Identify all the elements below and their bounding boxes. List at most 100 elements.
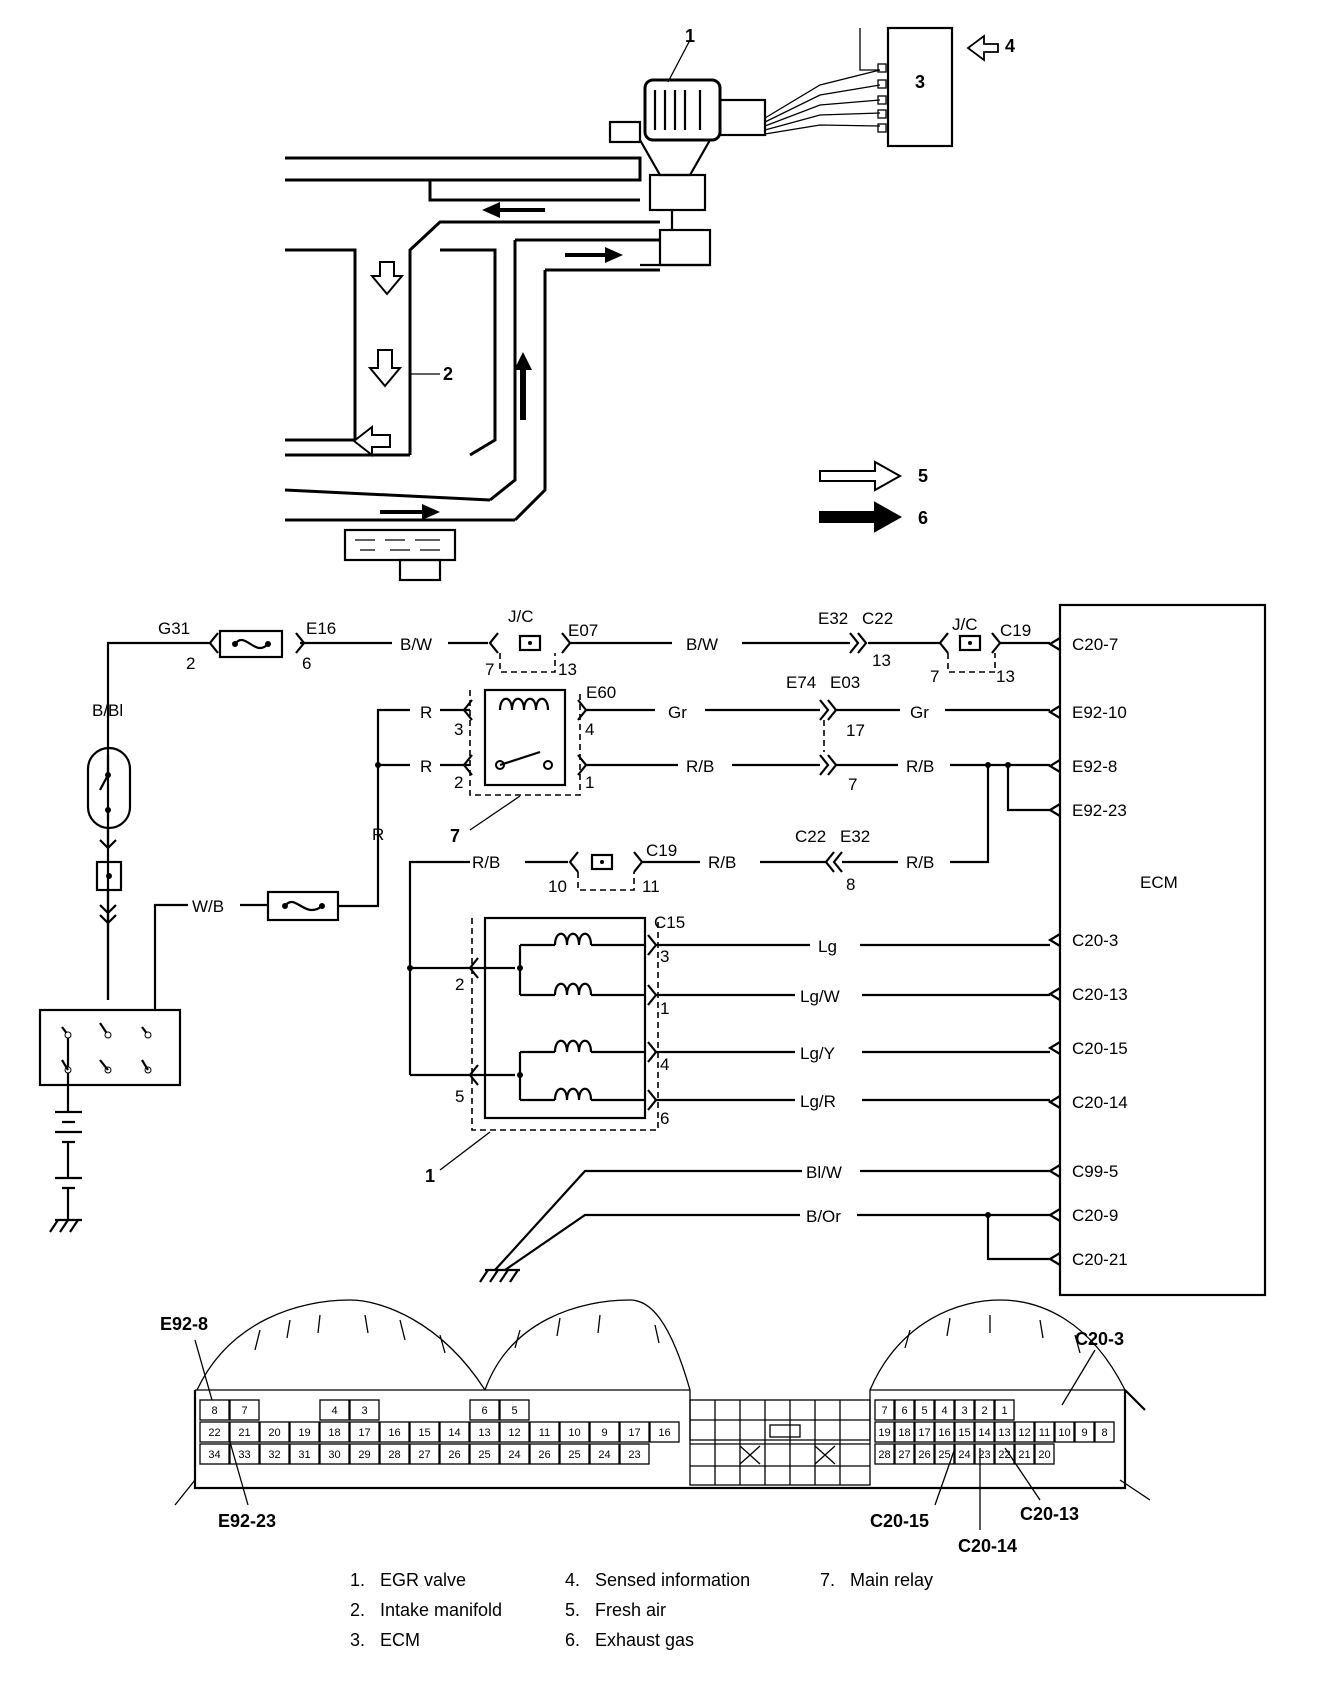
right-pin-cell bbox=[934, 1421, 955, 1443]
left-pin-cell bbox=[469, 1421, 500, 1443]
ecm-box-illustration bbox=[886, 26, 954, 148]
left-pin-cell bbox=[499, 1421, 530, 1443]
left-pin-cell bbox=[199, 1399, 230, 1421]
legend-column-1: 1.EGR valve 2.Intake manifold 3.ECM bbox=[350, 1565, 502, 1655]
right-pin-number: 22 bbox=[998, 1449, 1010, 1461]
terminal-c20-7: C20-7 bbox=[1072, 635, 1118, 654]
left-pin-number: 17 bbox=[358, 1427, 370, 1439]
left-pin-number: 24 bbox=[508, 1449, 520, 1461]
right-pin-number: 4 bbox=[941, 1405, 947, 1417]
pin-relay-4: 4 bbox=[585, 720, 594, 739]
left-pin-number: 20 bbox=[268, 1427, 280, 1439]
right-pin-cell bbox=[894, 1399, 915, 1421]
wire-rb-4: R/B bbox=[708, 853, 736, 872]
conn-e32-a: E32 bbox=[818, 609, 848, 628]
wire-r-2: R bbox=[420, 757, 432, 776]
left-pin-number: 4 bbox=[331, 1405, 337, 1417]
conn-e07: E07 bbox=[568, 621, 598, 640]
right-pin-cell bbox=[1074, 1421, 1095, 1443]
left-pin-number: 3 bbox=[361, 1405, 367, 1417]
left-pin-cell bbox=[529, 1443, 560, 1465]
left-pin-cell bbox=[469, 1399, 500, 1421]
right-pin-cell bbox=[1034, 1421, 1055, 1443]
left-pin-number: 27 bbox=[418, 1449, 430, 1461]
right-pin-number: 14 bbox=[978, 1427, 990, 1439]
pin-jc2-7: 7 bbox=[930, 667, 939, 686]
left-pin-cell bbox=[319, 1421, 350, 1443]
right-pin-number: 5 bbox=[921, 1405, 927, 1417]
conn-c19-a: C19 bbox=[1000, 621, 1031, 640]
left-pin-number: 26 bbox=[448, 1449, 460, 1461]
left-pin-cell bbox=[469, 1443, 500, 1465]
egr-valve-illustration bbox=[608, 28, 881, 267]
pin-egr-5: 5 bbox=[455, 1087, 464, 1106]
right-pin-cell bbox=[914, 1399, 935, 1421]
left-pin-cell bbox=[649, 1421, 680, 1443]
left-pin-number: 22 bbox=[208, 1427, 220, 1439]
legend-column-3: 7.Main relay bbox=[820, 1565, 933, 1595]
left-pin-number: 7 bbox=[241, 1405, 247, 1417]
legend-item: 5.Fresh air bbox=[565, 1600, 667, 1620]
right-pin-number: 15 bbox=[958, 1427, 970, 1439]
terminal-c20-14: C20-14 bbox=[1072, 1093, 1128, 1112]
left-pin-cell bbox=[529, 1421, 560, 1443]
right-pin-cell bbox=[994, 1443, 1015, 1465]
legend-column-2: 4.Sensed information 5.Fresh air 6.Exhau… bbox=[565, 1565, 750, 1655]
junction-c19 bbox=[590, 853, 614, 871]
left-pin-number: 10 bbox=[568, 1427, 580, 1439]
legend-item: 1.EGR valve bbox=[350, 1570, 467, 1590]
pin-egr-4: 4 bbox=[660, 1055, 669, 1074]
right-pin-number: 3 bbox=[961, 1405, 967, 1417]
right-pin-cell bbox=[954, 1421, 975, 1443]
pin-egr-2: 2 bbox=[455, 975, 464, 994]
wire-rb-5: R/B bbox=[906, 853, 934, 872]
left-pin-number: 34 bbox=[208, 1449, 220, 1461]
wire-rb-2: R/B bbox=[906, 757, 934, 776]
legend-item: 7.Main relay bbox=[820, 1570, 934, 1590]
egr-stepper-motor bbox=[483, 916, 647, 1120]
right-pin-number: 8 bbox=[1101, 1427, 1107, 1439]
left-pin-number: 18 bbox=[328, 1427, 340, 1439]
conn-e16: E16 bbox=[306, 619, 336, 638]
terminal-e92-8: E92-8 bbox=[1072, 757, 1117, 776]
pin-jc1-7: 7 bbox=[485, 660, 494, 679]
right-pin-number: 28 bbox=[878, 1449, 890, 1461]
left-pin-number: 8 bbox=[211, 1405, 217, 1417]
fuse-1 bbox=[218, 629, 284, 659]
terminal-c20-9: C20-9 bbox=[1072, 1206, 1118, 1225]
pin-jc2-13: 13 bbox=[996, 667, 1015, 686]
wire-lg: Lg bbox=[818, 937, 837, 956]
left-pin-number: 12 bbox=[508, 1427, 520, 1439]
right-pin-cell bbox=[954, 1443, 975, 1465]
conn-e74: E74 bbox=[786, 673, 816, 692]
callout-1: 1 bbox=[685, 26, 695, 46]
intake-schematic: 1 2 3 4 5 6 bbox=[284, 26, 1015, 582]
right-pin-cell bbox=[934, 1443, 955, 1465]
left-pin-cell bbox=[259, 1421, 290, 1443]
label-e92-8: E92-8 bbox=[160, 1314, 208, 1334]
right-pin-number: 20 bbox=[1038, 1449, 1050, 1461]
pin-c19-11: 11 bbox=[642, 877, 660, 896]
legend-item: 2.Intake manifold bbox=[350, 1600, 503, 1620]
left-pin-number: 19 bbox=[298, 1427, 310, 1439]
right-pin-cell bbox=[994, 1399, 1015, 1421]
left-pin-number: 16 bbox=[658, 1427, 670, 1439]
wire-bw-1: B/W bbox=[400, 635, 432, 654]
right-pin-number: 16 bbox=[938, 1427, 950, 1439]
left-pin-number: 26 bbox=[538, 1449, 550, 1461]
left-pin-cell bbox=[289, 1421, 320, 1443]
wire-blw: Bl/W bbox=[806, 1163, 842, 1182]
callout-5: 5 bbox=[918, 466, 928, 486]
right-pin-cell bbox=[1034, 1443, 1055, 1465]
terminal-c99-5: C99-5 bbox=[1072, 1162, 1118, 1181]
wire-lgy: Lg/Y bbox=[800, 1044, 835, 1063]
label-c20-3: C20-3 bbox=[1075, 1329, 1124, 1349]
left-pin-cell bbox=[229, 1443, 260, 1465]
pin-e32-8: 8 bbox=[846, 875, 855, 894]
callout-2: 2 bbox=[443, 364, 453, 384]
left-pin-number: 11 bbox=[539, 1427, 550, 1439]
legend-item: 6.Exhaust gas bbox=[565, 1630, 695, 1650]
pin-relay-3: 3 bbox=[454, 720, 463, 739]
sensed-info-arrow bbox=[966, 34, 999, 62]
